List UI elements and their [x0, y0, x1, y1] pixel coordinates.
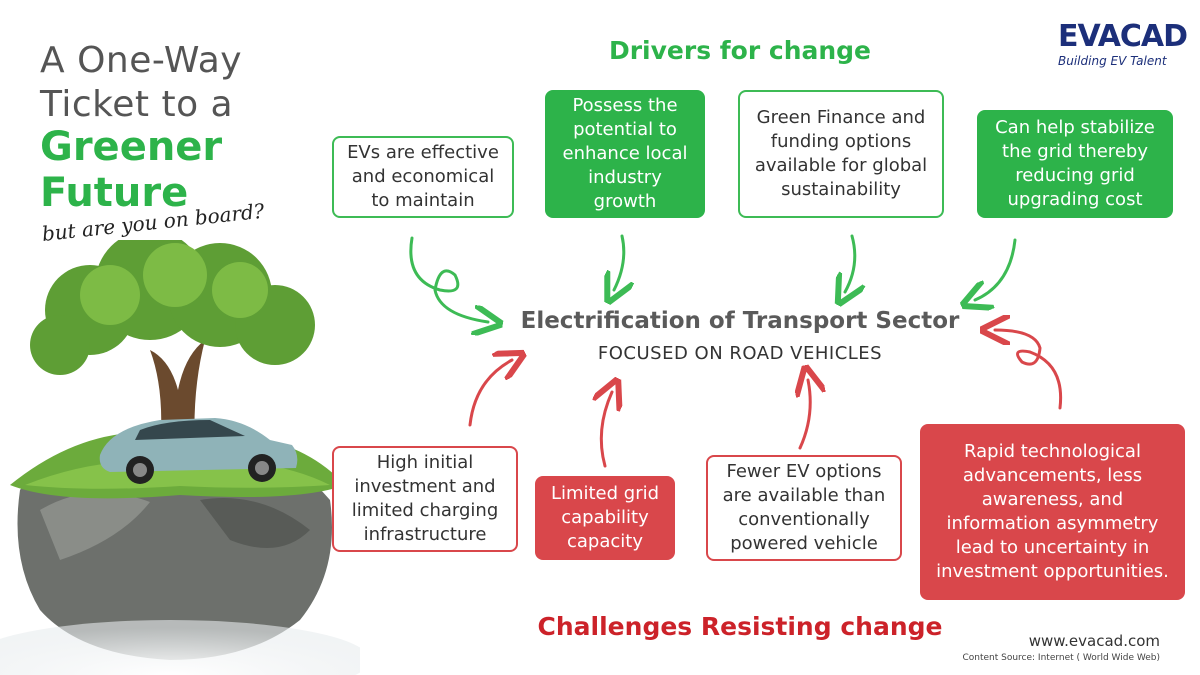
content-source: Content Source: Internet ( World Wide We… [962, 653, 1160, 663]
logo-part-acad: ACAD [1097, 19, 1188, 54]
title-line-2: Ticket to a [40, 84, 234, 125]
arrow-challenge-4 [995, 330, 1063, 410]
driver-box-4: Can help stabilize the grid thereby redu… [977, 110, 1173, 218]
arrow-challenge-3 [800, 380, 810, 450]
car-illustration [99, 418, 298, 484]
challenge-box-3: Fewer EV options are available than conv… [706, 455, 902, 561]
driver-text-2: Possess the potential to enhance local i… [562, 95, 688, 212]
driver-box-2: Possess the potential to enhance local i… [545, 90, 705, 218]
challenge-text-2: Limited grid capability capacity [550, 483, 660, 552]
drivers-heading: Drivers for change [608, 36, 872, 65]
arrow-driver-1 [409, 236, 488, 322]
logo-part-ev: EV [1058, 19, 1099, 54]
challenges-heading: Challenges Resisting change [537, 612, 943, 641]
driver-box-3: Green Finance and funding options availa… [738, 90, 944, 218]
driver-text-4: Can help stabilize the grid thereby redu… [995, 117, 1155, 210]
challenge-box-2: Limited grid capability capacity [535, 476, 675, 560]
driver-text-3: Green Finance and funding options availa… [754, 107, 928, 200]
challenge-box-4: Rapid technological advancements, less a… [920, 424, 1185, 600]
arrow-driver-3 [845, 234, 855, 292]
title-line-3: Greener [40, 124, 223, 170]
arrow-challenge-1 [468, 360, 512, 427]
arrow-driver-2 [614, 234, 624, 290]
logo-tagline: Building EV Talent [1058, 54, 1167, 68]
arrow-driver-4 [975, 238, 1017, 300]
center-title: Electrification of Transport Sector [520, 308, 960, 334]
evacad-logo: EVACAD Building EV Talent [1058, 22, 1188, 69]
tree-car-illustration [0, 240, 360, 675]
title-line-1: A One-Way [40, 40, 243, 81]
logo-wordmark: EVACAD [1058, 22, 1188, 52]
challenge-text-4: Rapid technological advancements, less a… [936, 441, 1169, 582]
challenge-text-1: High initial investment and limited char… [351, 452, 499, 545]
website-link[interactable]: www.evacad.com [1028, 632, 1160, 650]
challenge-text-3: Fewer EV options are available than conv… [722, 461, 886, 554]
title-line-4: Future [40, 170, 189, 216]
driver-text-1: EVs are effective and economical to main… [347, 142, 499, 211]
arrow-challenge-2 [601, 392, 612, 468]
center-subtitle: FOCUSED ON ROAD VEHICLES [597, 343, 883, 364]
driver-box-1: EVs are effective and economical to main… [332, 136, 514, 218]
challenge-box-1: High initial investment and limited char… [332, 446, 518, 552]
